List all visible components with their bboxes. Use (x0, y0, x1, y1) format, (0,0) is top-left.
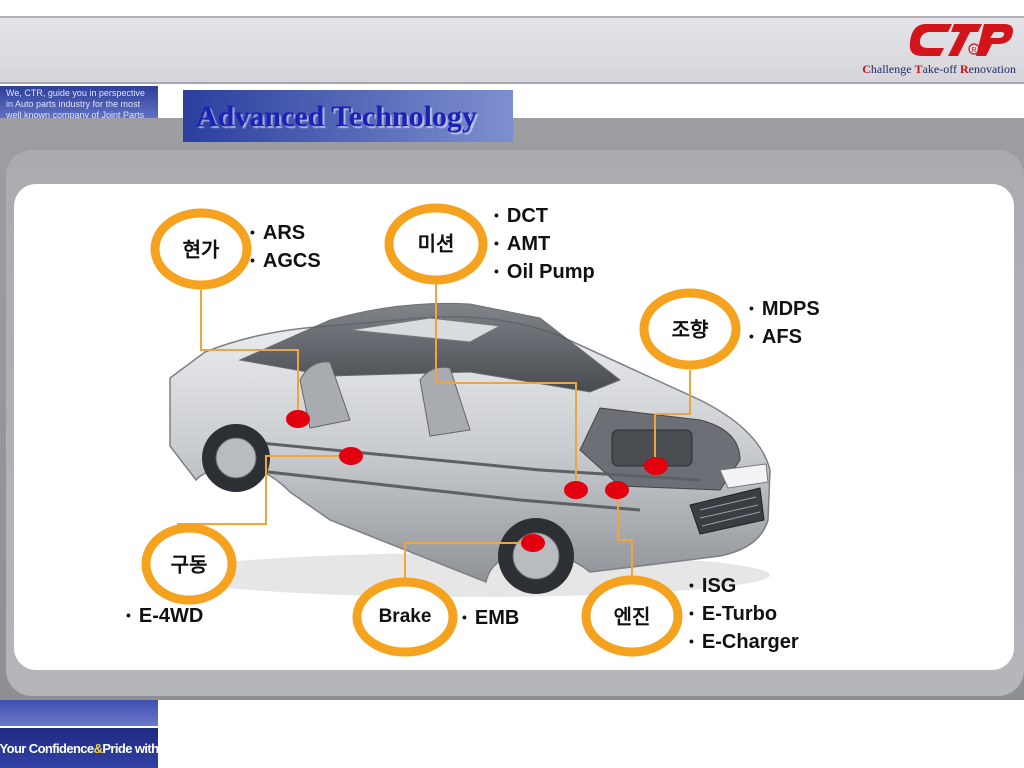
tagline: Challenge Take-off Renovation (862, 62, 1016, 76)
hotspot-brake (521, 534, 545, 552)
hotspot-steering (644, 457, 668, 475)
ring-hyeonga (150, 208, 252, 290)
list-item: E-4WD (126, 603, 203, 631)
hotspot-transmission (564, 481, 588, 499)
list-item: E-Turbo (689, 601, 799, 629)
connector-johyang (654, 370, 691, 465)
label-gudong: 구동 (170, 552, 208, 577)
label-hyeonga: 현가 (182, 237, 220, 262)
ctr-logo: R (909, 24, 1013, 56)
list-johyang: MDPS AFS (749, 296, 820, 352)
header-bar (0, 16, 1024, 84)
car-illustration (169, 302, 771, 597)
list-engine: ISG E-Turbo E-Charger (689, 573, 799, 657)
list-item: Oil Pump (494, 259, 595, 287)
label-engine: 엔진 (613, 604, 651, 629)
label-mission: 미션 (417, 231, 455, 256)
page-title: Advanced Technology (196, 100, 477, 133)
ring-brake (352, 577, 458, 657)
list-brake: EMB (462, 605, 519, 633)
list-item: AMT (494, 231, 595, 259)
connector-engine (617, 490, 633, 580)
hotspot-engine (605, 481, 629, 499)
label-johyang: 조향 (671, 317, 709, 342)
left-info-strip: We, CTR, guide you in perspective in Aut… (0, 86, 158, 118)
footer-slogan: Your Confidence & Pride with (0, 728, 159, 768)
list-item: ISG (689, 573, 799, 601)
connector-brake (404, 542, 532, 580)
connector-mission (435, 284, 577, 490)
list-item: AGCS (250, 248, 321, 276)
list-item: E-Charger (689, 629, 799, 657)
list-item: DCT (494, 203, 595, 231)
list-hyeonga: ARS AGCS (250, 220, 321, 276)
ring-engine (581, 575, 683, 657)
list-mission: DCT AMT Oil Pump (494, 203, 595, 287)
connector-hyeonga (200, 290, 299, 418)
ring-mission (384, 203, 488, 285)
list-item: AFS (749, 324, 820, 352)
list-item: ARS (250, 220, 321, 248)
hotspot-suspension (286, 410, 310, 428)
hotspot-drive (339, 447, 363, 465)
ring-gudong (141, 523, 237, 605)
list-gudong: E-4WD (126, 603, 203, 631)
list-item: EMB (462, 605, 519, 633)
list-item: MDPS (749, 296, 820, 324)
ring-johyang (639, 288, 741, 370)
title-background (183, 90, 513, 142)
label-brake: Brake (378, 606, 432, 627)
svg-text:R: R (971, 47, 976, 54)
footer-strip-upper (0, 700, 158, 726)
